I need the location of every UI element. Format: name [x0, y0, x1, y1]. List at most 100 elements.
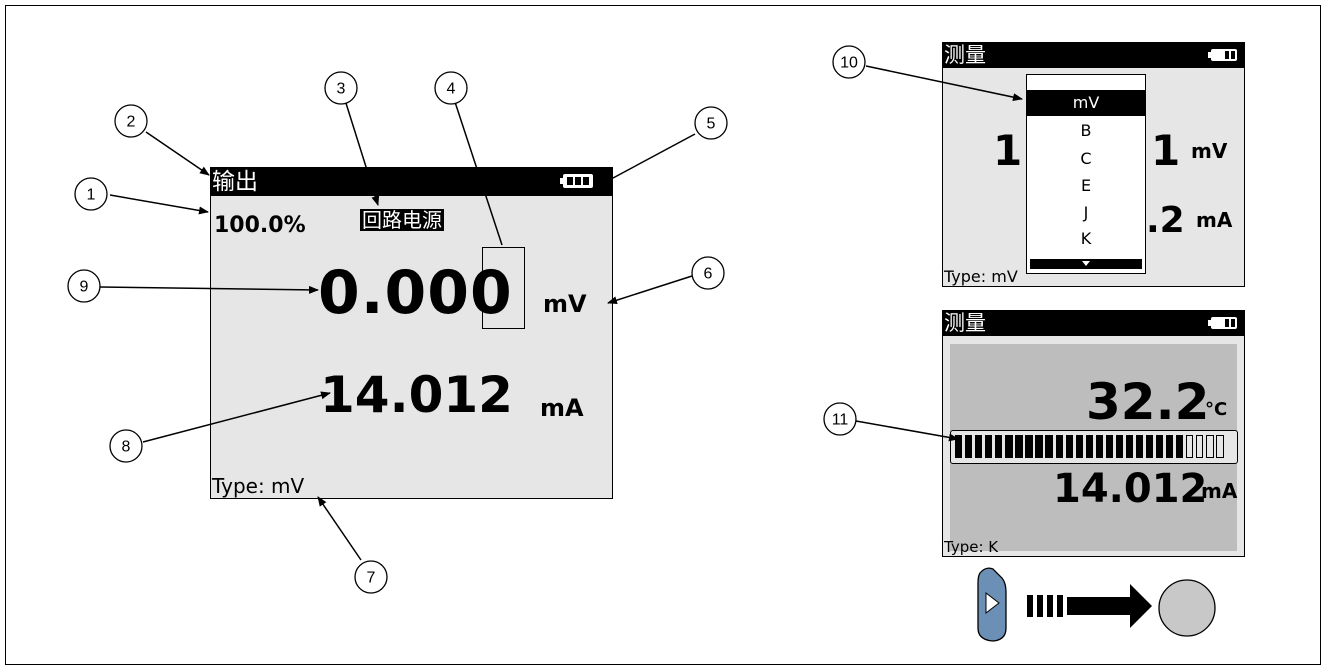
- callout-7: 7: [354, 560, 388, 594]
- callout-11: 11: [823, 402, 857, 436]
- bargraph-segment: [1176, 435, 1184, 458]
- svg-text:7: 7: [367, 570, 376, 587]
- dropdown-item-k[interactable]: K: [1080, 229, 1092, 248]
- bargraph-segment: [1095, 435, 1103, 458]
- result-circle-icon: [1158, 579, 1216, 637]
- leader-line-11: [855, 420, 959, 442]
- bargraph-segment: [1105, 435, 1114, 458]
- svg-text:1: 1: [87, 187, 96, 204]
- leader-line-8: [142, 391, 331, 443]
- bargraph-segment: [1025, 435, 1033, 458]
- leader-line-2: [145, 131, 210, 176]
- partial-value-left: 1: [993, 126, 1023, 175]
- digit-cursor-box: [482, 247, 525, 329]
- svg-text:8: 8: [122, 439, 131, 456]
- svg-text:3: 3: [337, 81, 346, 98]
- main-display: 输出 100.0% 回路电源 0.000 mV 14.012 mA Type: …: [210, 167, 613, 499]
- chevron-down-icon: [1082, 261, 1090, 266]
- callout-8: 8: [109, 429, 143, 463]
- dropdown-selected-bar: [1027, 90, 1145, 116]
- battery-icon: [1208, 317, 1237, 329]
- bargraph-segment: [1005, 435, 1013, 458]
- bargraph-segment: [1115, 435, 1124, 458]
- bargraph-segment: [965, 435, 973, 458]
- menu-title: 测量: [944, 43, 986, 67]
- dropdown-item-mv[interactable]: mV: [1072, 93, 1100, 112]
- callout-10: 10: [832, 45, 866, 79]
- bargraph-segment: [1085, 435, 1093, 458]
- bar-title: 测量: [944, 311, 986, 335]
- menu-display: 测量 1 1 mV .2 mA mV B C E J K Type: mV: [942, 42, 1245, 287]
- partial-unit-right-2: mA: [1196, 208, 1233, 232]
- bargraph-segment: [1196, 435, 1204, 458]
- main-title: 输出: [212, 169, 258, 195]
- callout-6: 6: [691, 256, 725, 290]
- bargraph-segment: [955, 435, 963, 458]
- bargraph-segment: [1166, 435, 1174, 458]
- leader-line-5: [599, 133, 696, 186]
- dropdown-scroll-bar[interactable]: [1030, 259, 1142, 269]
- type-label: Type: K: [944, 538, 999, 556]
- temperature-value: 32.2: [1086, 373, 1210, 431]
- bargraph-segment: [1125, 435, 1134, 458]
- bargraph-segment: [1045, 435, 1053, 458]
- bargraph-segment: [1186, 435, 1194, 458]
- partial-value-right-2: .2: [1146, 200, 1185, 241]
- dropdown-item-e[interactable]: E: [1080, 176, 1092, 195]
- type-label: Type: mV: [944, 267, 1018, 286]
- temperature-unit: °C: [1205, 399, 1228, 420]
- secondary-unit: mA: [540, 394, 584, 422]
- leader-line-1: [109, 194, 209, 215]
- bargraph-segment: [1065, 435, 1073, 458]
- leader-line-6: [607, 275, 693, 305]
- loop-power-indicator: 回路电源: [360, 208, 444, 232]
- bargraph-segment: [1145, 435, 1154, 458]
- bargraph: [950, 430, 1238, 464]
- menu-title-bar: 测量: [943, 43, 1244, 68]
- callout-1: 1: [74, 177, 108, 211]
- bargraph-segment: [1015, 435, 1023, 458]
- svg-text:11: 11: [832, 412, 849, 429]
- current-value: 14.012: [1053, 466, 1208, 512]
- secondary-value: 14.012: [320, 366, 513, 424]
- current-unit: mA: [1201, 479, 1238, 503]
- svg-text:6: 6: [704, 266, 713, 283]
- right-key-button: [977, 567, 1007, 642]
- bargraph-segment: [1075, 435, 1083, 458]
- bargraph-segment: [1055, 435, 1063, 458]
- callout-layer: 1 2 3 4 5 6 7 8 9 10 11: [67, 45, 1216, 642]
- bargraph-segment: [1206, 435, 1214, 458]
- dropdown-item-b[interactable]: B: [1080, 121, 1092, 140]
- callout-3: 3: [324, 71, 358, 105]
- play-icon: [985, 591, 1000, 615]
- bargraph-segment: [985, 435, 993, 458]
- leader-line-4: [454, 101, 503, 246]
- bargraph-segment: [1035, 435, 1043, 458]
- battery-icon: [1208, 49, 1237, 61]
- bargraph-segment: [1156, 435, 1164, 458]
- dropdown-item-c[interactable]: C: [1080, 149, 1092, 168]
- primary-unit: mV: [543, 290, 587, 318]
- press-arrow-icon: [1027, 584, 1152, 628]
- dropdown-item-j[interactable]: J: [1083, 203, 1089, 222]
- callout-5: 5: [694, 106, 728, 140]
- svg-text:5: 5: [707, 116, 716, 133]
- svg-text:4: 4: [447, 81, 456, 98]
- bargraph-segment: [995, 435, 1003, 458]
- leader-line-9: [99, 285, 319, 294]
- primary-value: 0.000: [318, 258, 513, 328]
- bargraph-segment: [1216, 435, 1224, 458]
- partial-unit-right: mV: [1191, 139, 1228, 163]
- callout-4: 4: [434, 71, 468, 105]
- bar-title-bar: 测量: [943, 311, 1244, 336]
- partial-value-right: 1: [1151, 126, 1181, 175]
- type-dropdown[interactable]: mV B C E J K: [1026, 74, 1146, 274]
- leader-line-7: [317, 496, 362, 561]
- bargraph-display: 测量 32.2 °C 14.012 mA Type: K: [942, 310, 1245, 557]
- battery-icon: [560, 174, 593, 188]
- callout-9: 9: [67, 269, 101, 303]
- type-label: Type: mV: [212, 474, 305, 498]
- leader-line-10: [865, 65, 1023, 102]
- bargraph-segment: [975, 435, 983, 458]
- main-title-bar: 输出: [211, 168, 612, 196]
